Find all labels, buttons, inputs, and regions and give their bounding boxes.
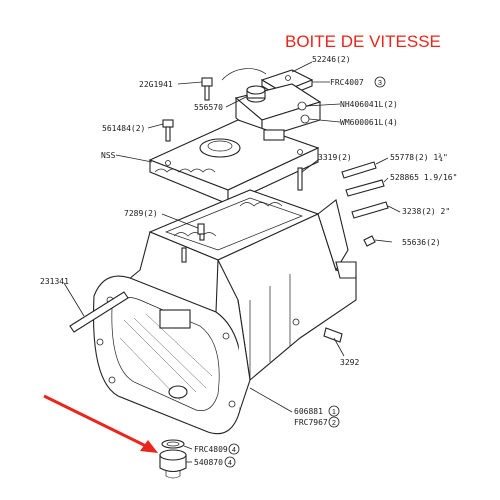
label-556570: 556570 xyxy=(194,103,223,112)
ref-circle-606881 xyxy=(328,405,340,417)
ref-circle-frc7967 xyxy=(328,416,340,428)
gearbox-casing xyxy=(92,189,357,435)
label-frc4007: FRC4007 xyxy=(330,78,364,87)
label-606881: 606881 xyxy=(294,407,323,416)
label-231341: 231341 xyxy=(40,277,69,286)
red-arrow-pointer xyxy=(43,394,158,453)
label-528865: 528865 1.9/16" xyxy=(390,173,457,182)
label-55778: 55778(2) 1¾" xyxy=(390,153,448,162)
drain-plug-assembly xyxy=(159,439,187,479)
label-3292: 3292 xyxy=(340,358,359,367)
loose-studs xyxy=(69,161,389,343)
label-3319: 3319(2) xyxy=(318,153,352,162)
leader-lines xyxy=(63,61,401,463)
ref-circle-frc4809 xyxy=(228,443,240,455)
ref-number-frc4007: 3 xyxy=(378,80,382,87)
label-561484: 561484(2) xyxy=(102,124,145,133)
label-540870: 540870 xyxy=(194,458,223,467)
label-3238: 3238(2) 2" xyxy=(402,207,450,216)
ref-number-frc7967: 2 xyxy=(332,420,336,427)
label-frc7967: FRC7967 xyxy=(294,418,328,427)
label-wm600061l: WM600061L(4) xyxy=(340,118,398,127)
top-cover-assembly xyxy=(148,68,322,205)
label-frc4809: FRC4809 xyxy=(194,445,228,454)
ref-number-540870: 4 xyxy=(228,460,232,467)
label-22g1941: 22G1941 xyxy=(139,80,173,89)
washer-frc4809 xyxy=(161,439,185,449)
ref-circle-540870 xyxy=(224,456,236,468)
diagram-title: BOITE DE VITESSE xyxy=(285,32,441,51)
ref-number-frc4809: 4 xyxy=(232,447,236,454)
label-nh406041l: NH406041L(2) xyxy=(340,100,398,109)
ref-circle-frc4007 xyxy=(374,76,386,88)
label-55636: 55636(2) xyxy=(402,238,441,247)
part-labels: 52246(2) 22G1941 FRC4007 3 556570 NH4060… xyxy=(40,55,457,468)
label-7289: 7289(2) xyxy=(124,209,158,218)
ref-number-606881: 1 xyxy=(332,409,336,416)
label-nss: NSS xyxy=(101,151,116,160)
label-52246: 52246(2) xyxy=(312,55,351,64)
